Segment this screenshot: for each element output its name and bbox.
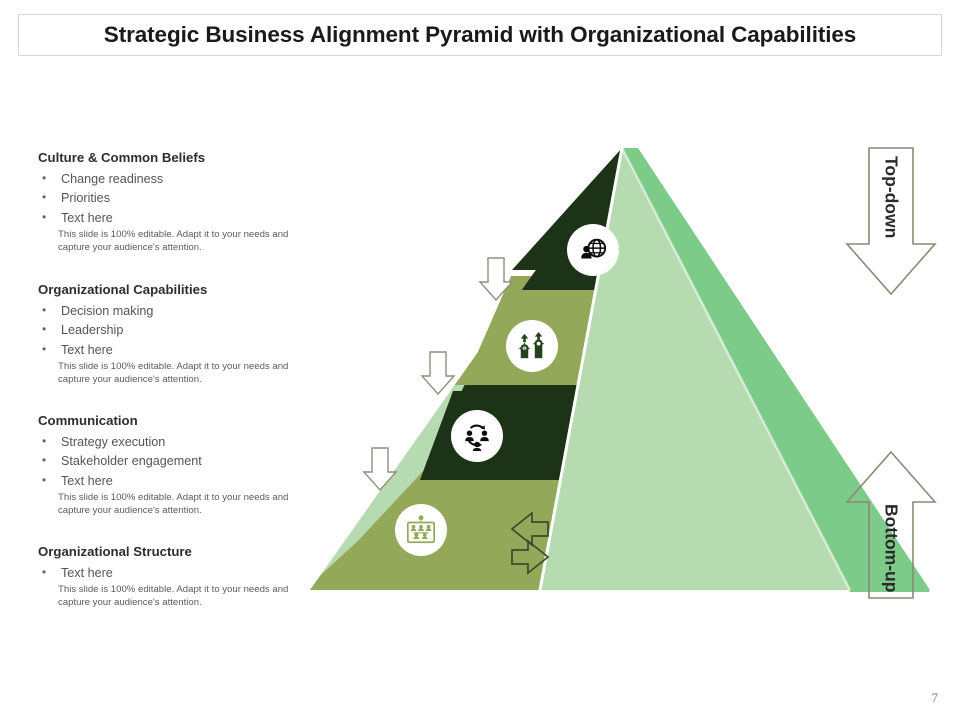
arrows-left-icon — [510, 511, 549, 547]
svg-text:$: $ — [523, 346, 526, 351]
tier-connector-arrow-1[interactable] — [478, 257, 514, 302]
tier-connector-arrow-3[interactable] — [362, 447, 398, 492]
arrow-up-large-icon — [845, 450, 937, 599]
bullet-item: Text here — [38, 208, 300, 229]
bullet-item: Strategy execution — [38, 432, 300, 453]
bullet-list: Decision making Leadership Text here — [38, 301, 300, 361]
bullet-item: Text here — [38, 563, 300, 584]
bullet-item: Change readiness — [38, 169, 300, 190]
bullet-list: Text here — [38, 563, 300, 584]
bullet-item: Text here — [38, 471, 300, 492]
page-number: 7 — [931, 690, 939, 705]
text-block-heading: Communication — [38, 413, 138, 428]
bullet-list: Strategy execution Stakeholder engagemen… — [38, 432, 300, 492]
people-cycle-icon — [465, 424, 489, 451]
pyramid-diagram: $ — [290, 130, 960, 620]
gears-growth-icon: $ — [519, 331, 544, 359]
text-block-heading: Organizational Structure — [38, 544, 192, 559]
pyramid-tier-3-icon-badge[interactable] — [451, 410, 503, 462]
tier-connector-arrow-2[interactable] — [420, 351, 456, 396]
direction-arrow-bottom-up[interactable]: Bottom-up — [843, 450, 939, 600]
arrow-down-icon — [362, 447, 398, 492]
slide-title-bar: Strategic Business Alignment Pyramid wit… — [18, 14, 942, 56]
text-block-communication: Communication Strategy execution Stakeho… — [38, 413, 300, 518]
exchange-arrows[interactable] — [510, 511, 550, 575]
arrow-down-icon — [478, 257, 514, 302]
text-block-heading: Culture & Common Beliefs — [38, 150, 206, 165]
arrow-down-icon — [420, 351, 456, 396]
globe-person-icon — [581, 238, 607, 259]
arrow-down-large-icon — [845, 147, 937, 296]
text-block-note: This slide is 100% editable. Adapt it to… — [58, 361, 289, 386]
bullet-item: Leadership — [38, 320, 300, 341]
bullet-item: Stakeholder engagement — [38, 451, 300, 472]
pyramid-tier-4-icon-badge[interactable] — [395, 504, 447, 556]
pyramid-tier-1-icon-badge[interactable] — [567, 224, 619, 276]
direction-arrow-top-down[interactable]: Top-down — [843, 146, 939, 296]
arrows-right-icon — [511, 539, 550, 575]
bullet-item: Priorities — [38, 188, 300, 209]
text-block-note: This slide is 100% editable. Adapt it to… — [58, 584, 289, 609]
pyramid-right-face-wedge — [624, 148, 930, 592]
pyramid-tier-2-icon-badge[interactable]: $ — [506, 320, 558, 372]
bullet-list: Change readiness Priorities Text here — [38, 169, 300, 229]
text-block-culture-common-beliefs: Culture & Common Beliefs Change readines… — [38, 150, 300, 255]
text-block-heading: Organizational Capabilities — [38, 282, 208, 297]
text-block-organizational-capabilities: Organizational Capabilities Decision mak… — [38, 282, 300, 387]
org-chart-icon — [406, 515, 436, 544]
bullet-item: Decision making — [38, 301, 300, 322]
pyramid-fold-seam — [538, 147, 624, 591]
bullet-item: Text here — [38, 340, 300, 361]
text-block-note: This slide is 100% editable. Adapt it to… — [58, 492, 289, 517]
page-title: Strategic Business Alignment Pyramid wit… — [103, 22, 857, 47]
pyramid-right-edge-seam — [620, 147, 852, 591]
text-block-organizational-structure: Organizational Structure Text here This … — [38, 544, 300, 610]
text-block-note: This slide is 100% editable. Adapt it to… — [58, 229, 289, 254]
